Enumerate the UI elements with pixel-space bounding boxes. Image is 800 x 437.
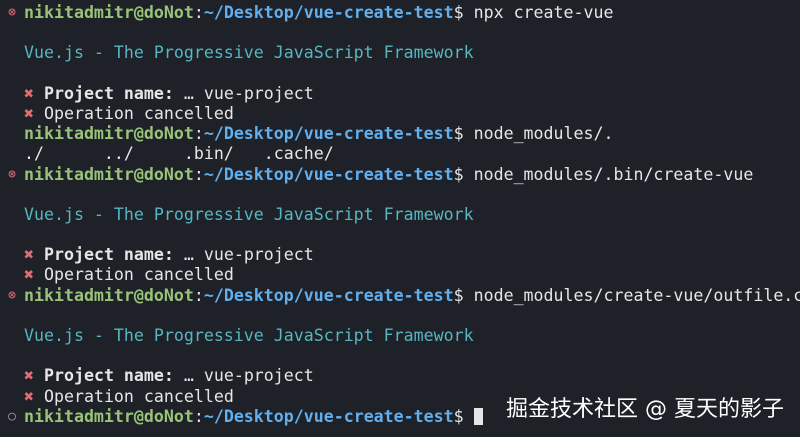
blank-line xyxy=(0,225,800,245)
output-project-name: ✖ Project name: … vue-project xyxy=(0,366,800,386)
cancel-text: Operation cancelled xyxy=(44,103,234,123)
prompt-line: nikitadmitr@doNot:~/Desktop/vue-create-t… xyxy=(0,124,800,144)
banner-text: Vue.js - The Progressive JavaScript Fram… xyxy=(24,204,474,224)
project-name-label: Project name: xyxy=(44,366,174,386)
prompt-user-host: nikitadmitr@doNot xyxy=(24,124,194,144)
project-name-value: … vue-project xyxy=(183,83,314,103)
prompt-dollar: $ xyxy=(453,285,464,305)
active-prompt-line[interactable]: ○ nikitadmitr@doNot:~/Desktop/vue-create-… xyxy=(0,407,800,427)
output-ls: ./ ../ .bin/ .cache/ xyxy=(0,144,800,164)
prompt-path: ~/Desktop/vue-create-test xyxy=(203,406,454,426)
cross-icon: ✖ xyxy=(24,83,34,103)
prompt-dollar: $ xyxy=(453,3,464,22)
blank-line xyxy=(0,64,800,84)
banner-text: Vue.js - The Progressive JavaScript Fram… xyxy=(24,43,474,63)
cross-icon: ✖ xyxy=(24,245,34,265)
prompt-user-host: nikitadmitr@doNot xyxy=(24,164,194,184)
project-name-label: Project name: xyxy=(44,83,174,103)
error-status-icon: ⊗ xyxy=(8,5,16,20)
cross-icon: ✖ xyxy=(24,265,34,285)
command-text: node_modules/.bin/create-vue xyxy=(473,164,754,184)
command-text: npx create-vue xyxy=(473,3,614,22)
blank-line xyxy=(0,306,800,326)
prompt-line: ⊗ nikitadmitr@doNot:~/Desktop/vue-create-… xyxy=(0,3,800,23)
ok-status-icon: ○ xyxy=(8,408,16,424)
prompt-separator: : xyxy=(193,124,204,144)
project-name-value: … vue-project xyxy=(183,366,314,386)
output-project-name: ✖ Project name: … vue-project xyxy=(0,245,800,265)
command-text: node_modules/create-vue/outfile.cjs xyxy=(473,285,800,305)
prompt-user-host: nikitadmitr@doNot xyxy=(24,3,194,22)
prompt-path: ~/Desktop/vue-create-test xyxy=(203,3,454,22)
prompt-separator: : xyxy=(193,285,204,305)
error-status-icon: ⊗ xyxy=(8,287,16,303)
command-text: node_modules/. xyxy=(473,124,614,144)
cross-icon: ✖ xyxy=(24,366,34,386)
banner-text: Vue.js - The Progressive JavaScript Fram… xyxy=(24,326,474,345)
cross-icon: ✖ xyxy=(24,386,34,406)
prompt-path: ~/Desktop/vue-create-test xyxy=(203,285,454,305)
prompt-line: ⊗ nikitadmitr@doNot:~/Desktop/vue-create-… xyxy=(0,165,800,185)
output-banner: Vue.js - The Progressive JavaScript Fram… xyxy=(0,205,800,225)
output-banner: Vue.js - The Progressive JavaScript Fram… xyxy=(0,43,800,63)
project-name-label: Project name: xyxy=(44,245,174,265)
prompt-user-host: nikitadmitr@doNot xyxy=(24,285,194,305)
watermark: 掘金技术社区 @ 夏天的影子 xyxy=(506,397,784,422)
project-name-value: … vue-project xyxy=(183,245,314,265)
cancel-text: Operation cancelled xyxy=(44,386,234,406)
output-banner: Vue.js - The Progressive JavaScript Fram… xyxy=(0,326,800,346)
prompt-line: ⊗ nikitadmitr@doNot:~/Desktop/vue-create-… xyxy=(0,286,800,306)
prompt-path: ~/Desktop/vue-create-test xyxy=(203,164,454,184)
prompt-separator: : xyxy=(193,3,204,22)
cancel-text: Operation cancelled xyxy=(44,265,234,285)
prompt-dollar: $ xyxy=(453,124,464,144)
prompt-user-host: nikitadmitr@doNot xyxy=(24,406,194,426)
cross-icon: ✖ xyxy=(24,103,34,123)
prompt-dollar: $ xyxy=(453,406,464,426)
terminal-cursor[interactable] xyxy=(473,407,483,425)
output-cancelled: ✖ Operation cancelled xyxy=(0,265,800,285)
blank-line xyxy=(0,346,800,366)
output-cancelled: ✖ Operation cancelled xyxy=(0,104,800,124)
blank-line xyxy=(0,185,800,205)
prompt-separator: : xyxy=(193,164,204,184)
output-cancelled: ✖ Operation cancelled xyxy=(0,387,800,407)
ls-output-text: ./ ../ .bin/ .cache/ xyxy=(24,144,334,164)
output-project-name: ✖ Project name: … vue-project xyxy=(0,84,800,104)
prompt-separator: : xyxy=(193,406,204,426)
prompt-dollar: $ xyxy=(453,164,464,184)
prompt-path: ~/Desktop/vue-create-test xyxy=(203,124,454,144)
blank-line xyxy=(0,23,800,43)
error-status-icon: ⊗ xyxy=(8,166,16,182)
